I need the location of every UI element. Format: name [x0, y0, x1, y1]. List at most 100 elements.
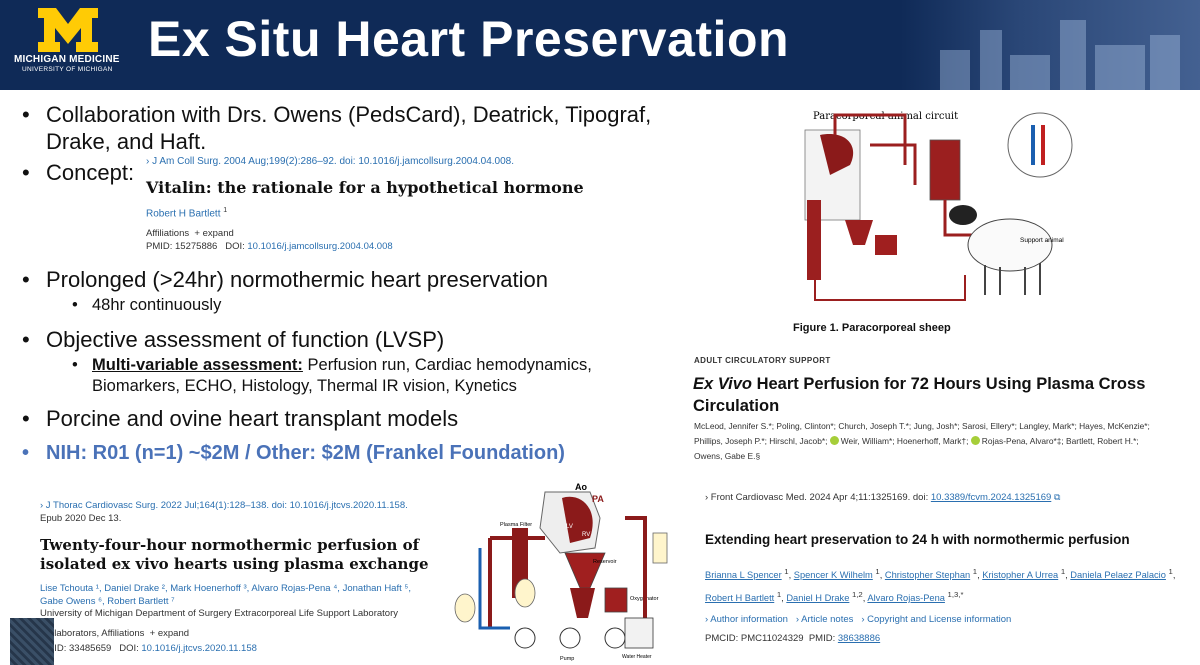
doi-link[interactable]: 10.1016/j.jamcollsurg.2004.04.008: [247, 241, 393, 252]
orcid-icon[interactable]: [970, 436, 980, 445]
cite3-title[interactable]: Ex Vivo Heart Perfusion for 72 Hours Usi…: [693, 373, 1145, 417]
presenter-video-thumbnail: [10, 618, 54, 665]
subbullet-multivariable: Multi-variable assessment: Perfusion run…: [72, 355, 592, 397]
slide-title: Ex Situ Heart Preservation: [148, 11, 790, 67]
subbullet-48hr: 48hr continuously: [72, 295, 221, 316]
expand-button[interactable]: + expand: [149, 628, 190, 639]
author-link[interactable]: Alvaro Rojas-Pena: [867, 593, 945, 604]
author-link[interactable]: Robert H Bartlett: [146, 208, 221, 220]
author-link[interactable]: Spencer K Wilhelm: [793, 570, 873, 581]
author-link[interactable]: Robert H Bartlett: [705, 593, 775, 604]
bullet-text-cont: Drake, and Haft.: [46, 129, 207, 154]
cite2-title[interactable]: Twenty-four-hour normothermic perfusion …: [40, 536, 429, 574]
paracorporeal-sheep-figure: Paracorporeal animal circuit Support ani…: [785, 105, 1085, 320]
author-sup: 1,3,*: [947, 590, 964, 600]
cite1-author: Robert H Bartlett 1: [146, 207, 227, 219]
title-italic: Ex Vivo: [693, 375, 752, 393]
author-sup: 1: [972, 567, 978, 576]
diagram-label-lv: LV: [566, 524, 573, 530]
subbullet-bold: Multi-variable assessment:: [92, 356, 303, 374]
doi-label: DOI:: [119, 643, 139, 654]
logo-subtext: UNIVERSITY OF MICHIGAN: [22, 66, 113, 73]
pmid-link[interactable]: 38638886: [837, 633, 881, 644]
affiliation-line: University of Michigan Department of Sur…: [40, 608, 399, 619]
title-line2: Circulation: [693, 397, 780, 415]
author-sup: 1,2: [851, 590, 863, 600]
bullet-models: Porcine and ovine heart transplant model…: [22, 405, 458, 432]
journal-line[interactable]: › J Am Coll Surg. 2004 Aug;199(2):286–92…: [146, 156, 515, 167]
cite1-journal: › J Am Coll Surg. 2004 Aug;199(2):286–92…: [146, 156, 514, 167]
authors-line2c: Rojas-Pena, Alvaro*‡; Bartlett, Robert H…: [981, 436, 1139, 446]
author-link[interactable]: Brianna L Spencer: [705, 570, 782, 581]
authors-line2a: Phillips, Joseph P.*; Hirschl, Jacob*;: [694, 436, 828, 446]
author-link[interactable]: Christopher Stephan: [884, 570, 971, 581]
cite2-authors: Lise Tchouta ¹, Daniel Drake ², Mark Hoe…: [40, 583, 411, 621]
author-sup: 1: [784, 567, 789, 576]
diagram-label-plasma-filter: Plasma Filter: [500, 522, 532, 528]
pmid: PMID: 15275886: [146, 241, 218, 252]
cite4-title[interactable]: Extending heart preservation to 24 h wit…: [705, 532, 1130, 547]
cite2-ids: PMID: 33485659 DOI: 10.1016/j.jtcvs.2020…: [40, 643, 257, 654]
pmcid: PMCID: PMC11024329: [705, 633, 804, 644]
header-skyline-image: [900, 0, 1200, 90]
diagram-label-water-heater: Water Heater: [622, 654, 652, 660]
michigan-m-logo-icon: [38, 8, 98, 52]
authors-line3: Owens, Gabe E.§: [694, 451, 761, 461]
cite1-ids: PMID: 15275886 DOI: 10.1016/j.jamcollsur…: [146, 241, 393, 252]
doi-link[interactable]: 10.3389/fcvm.2024.1325169: [930, 492, 1052, 503]
author-link[interactable]: Daniela Pelaez Palacio: [1070, 570, 1166, 581]
pmid-label: PMID:: [808, 633, 836, 644]
cite2-journal: › J Thorac Cardiovasc Surg. 2022 Jul;164…: [40, 499, 440, 525]
journal-line[interactable]: › J Thorac Cardiovasc Surg. 2022 Jul;164…: [40, 500, 408, 511]
bullet-concept: Concept:: [22, 159, 134, 186]
tab-author-information[interactable]: › Author information: [705, 614, 788, 625]
author-sup: 1: [1168, 567, 1173, 576]
cite1-title[interactable]: Vitalin: the rationale for a hypothetica…: [146, 178, 584, 197]
perfusion-circuit-diagram: Ao PA LV RV Reservoir Plasma Filter Oxyg…: [450, 478, 680, 665]
doi-label: DOI:: [225, 241, 245, 252]
author-link[interactable]: Daniel H Drake: [786, 593, 850, 604]
diagram-label-reservoir: Reservoir: [593, 559, 617, 565]
cite4-journal: › Front Cardiovasc Med. 2024 Apr 4;11:13…: [705, 492, 1060, 503]
support-animal-label: Support animal: [1020, 237, 1064, 244]
slide-header: MICHIGAN MEDICINE UNIVERSITY OF MICHIGAN…: [0, 0, 1200, 90]
tab-copyright-license[interactable]: › Copyright and License information: [861, 614, 1012, 625]
figure-caption: Figure 1. Paracorporeal sheep: [793, 322, 951, 334]
bullet-funding: NIH: R01 (n=1) ~$2M / Other: $2M (Franke…: [22, 440, 565, 467]
author-sup: 1: [223, 207, 228, 214]
collaborators-label: Collaborators, Affiliations: [40, 628, 145, 639]
pmid: PMID: 33485659: [40, 643, 112, 654]
cite2-collab: Collaborators, Affiliations + expand: [40, 628, 189, 639]
authors-line1: McLeod, Jennifer S.*; Poling, Clinton*; …: [694, 421, 1150, 431]
journal-line: › Front Cardiovasc Med. 2024 Apr 4;11:13…: [705, 492, 929, 503]
author-sup: 1: [875, 567, 880, 576]
bullet-collaboration: Collaboration with Drs. Owens (PedsCard)…: [22, 101, 651, 155]
title-rest: Heart Perfusion for 72 Hours Using Plasm…: [752, 375, 1146, 393]
title-line2: isolated ex vivo hearts using plasma exc…: [40, 555, 429, 573]
authors-line2b: Weir, William*; Hoenerhoff, Mark†;: [840, 436, 969, 446]
orcid-icon[interactable]: [829, 436, 839, 445]
doi-link[interactable]: 10.1016/j.jtcvs.2020.11.158: [141, 643, 257, 654]
cite3-authors: McLeod, Jennifer S.*; Poling, Clinton*; …: [694, 419, 1150, 464]
subbullet-rest: Perfusion run, Cardiac hemodynamics,: [302, 356, 592, 374]
cite4-tabs: › Author information › Article notes › C…: [705, 614, 1011, 625]
author-sup: 1: [776, 590, 782, 600]
title-line1: Twenty-four-hour normothermic perfusion …: [40, 536, 420, 554]
subbullet-line2: Biomarkers, ECHO, Histology, Thermal IR …: [92, 377, 517, 395]
epub-date: Epub 2020 Dec 13.: [40, 513, 122, 524]
author-sup: 1: [1060, 567, 1066, 576]
cite3-category: ADULT CIRCULATORY SUPPORT: [694, 356, 831, 365]
expand-button[interactable]: + expand: [194, 228, 234, 239]
diagram-label-pa: PA: [592, 494, 604, 504]
affiliations-label: Affiliations: [146, 228, 190, 239]
author-list-line2[interactable]: Gabe Owens ⁶, Robert Bartlett ⁷: [40, 595, 175, 607]
diagram-label-pump: Pump: [560, 656, 574, 662]
external-link-icon[interactable]: ⧉: [1053, 492, 1061, 502]
cite1-affiliations: Affiliations + expand: [146, 228, 234, 239]
bullet-objective: Objective assessment of function (LVSP): [22, 326, 444, 353]
tab-article-notes[interactable]: › Article notes: [795, 614, 854, 625]
diagram-label-rv: RV: [582, 532, 590, 538]
logo-text: MICHIGAN MEDICINE: [14, 54, 120, 65]
author-link[interactable]: Kristopher A Urrea: [982, 570, 1059, 581]
author-list-line1[interactable]: Lise Tchouta ¹, Daniel Drake ², Mark Hoe…: [40, 583, 411, 594]
